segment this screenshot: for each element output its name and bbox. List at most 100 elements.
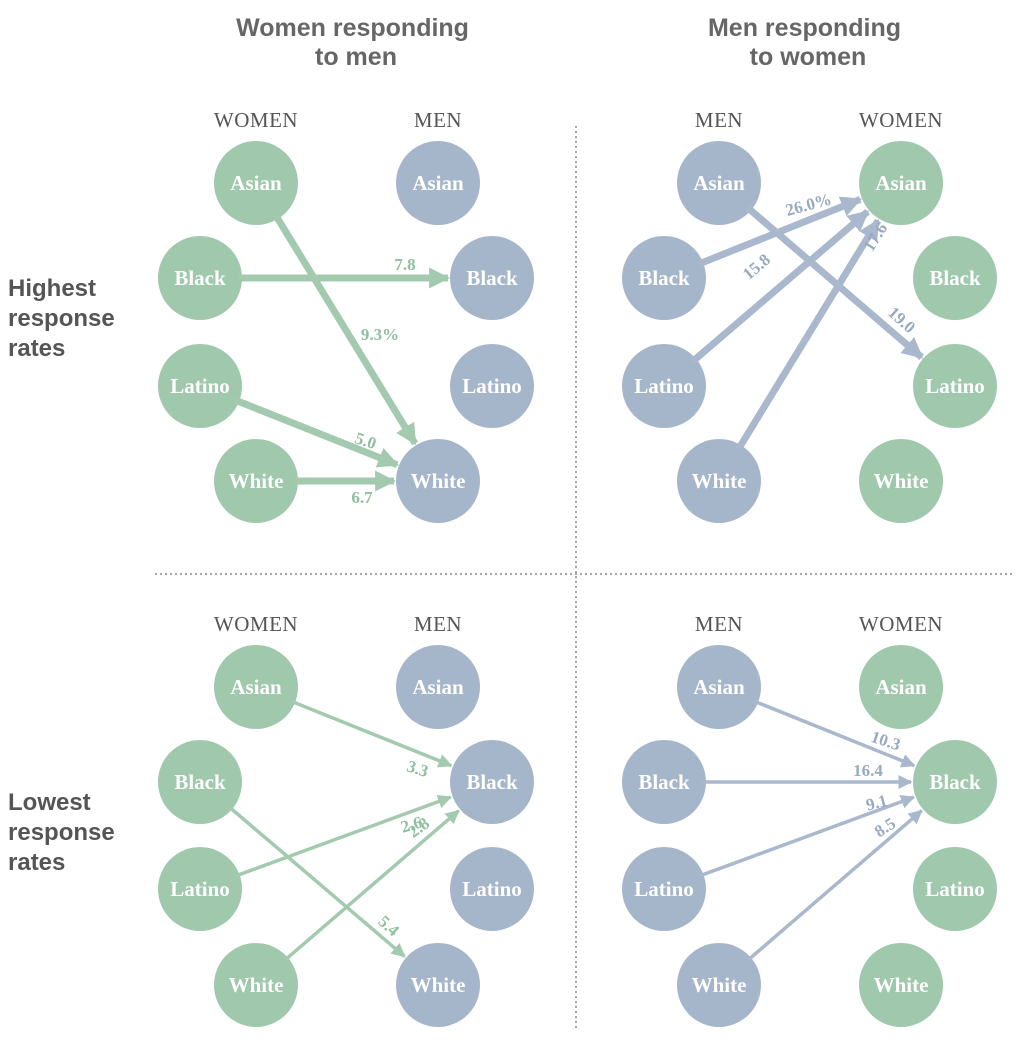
node-label: Latino [634, 374, 694, 398]
column-label-women: WOMEN [214, 612, 298, 636]
link-value-label: 9.3% [361, 325, 399, 344]
node-women-latino [913, 847, 997, 931]
column-label-men: MEN [414, 612, 462, 636]
node-label: White [692, 973, 747, 997]
node-men-latino [622, 344, 706, 428]
node-men-black [622, 236, 706, 320]
link-latino-to-black [699, 794, 916, 878]
node-men-black [450, 236, 534, 320]
node-label: White [229, 469, 284, 493]
node-women-latino [913, 344, 997, 428]
node-women-latino [158, 344, 242, 428]
node-men-white [677, 439, 761, 523]
link-latino-to-white [233, 396, 400, 468]
column-label-women: WOMEN [859, 612, 943, 636]
node-women-black [158, 236, 242, 320]
node-women-white [214, 439, 298, 523]
row-label-lowest: Lowest response rates [8, 789, 121, 876]
node-label: Asian [230, 171, 282, 195]
node-label: White [411, 973, 466, 997]
node-label: Black [638, 266, 690, 290]
node-label: Latino [462, 374, 522, 398]
node-label: White [411, 469, 466, 493]
node-label: Latino [925, 374, 985, 398]
row-label-highest: Highest response rates [8, 275, 121, 362]
node-men-asian [396, 141, 480, 225]
node-label: Black [466, 770, 518, 794]
node-label: Black [174, 770, 226, 794]
node-label: Asian [230, 675, 282, 699]
column-label-women: WOMEN [859, 108, 943, 132]
node-label: White [692, 469, 747, 493]
link-value-label: 16.4 [853, 761, 883, 780]
heading-men-responding: Men responding to women [708, 14, 908, 71]
link-value-label: 9.1 [864, 791, 889, 815]
node-women-black [913, 236, 997, 320]
node-label: White [229, 973, 284, 997]
link-asian-to-black [290, 699, 453, 768]
node-label: Asian [412, 675, 464, 699]
node-label: Latino [634, 877, 694, 901]
link-asian-to-black [753, 699, 916, 768]
column-label-men: MEN [414, 108, 462, 132]
node-men-white [396, 439, 480, 523]
node-label: Asian [693, 675, 745, 699]
column-label-men: MEN [695, 108, 743, 132]
node-label: Latino [925, 877, 985, 901]
node-label: White [874, 973, 929, 997]
link-value-label: 3.3 [405, 756, 431, 781]
node-women-white [859, 943, 943, 1027]
node-women-white [859, 439, 943, 523]
node-label: Black [466, 266, 518, 290]
node-women-asian [859, 645, 943, 729]
node-label: Asian [875, 675, 927, 699]
node-women-black [913, 740, 997, 824]
link-white-to-black [746, 809, 923, 962]
node-women-latino [158, 847, 242, 931]
node-women-white [214, 943, 298, 1027]
node-women-black [158, 740, 242, 824]
node-men-asian [396, 645, 480, 729]
node-women-asian [214, 645, 298, 729]
node-men-black [622, 740, 706, 824]
node-men-white [677, 943, 761, 1027]
node-label: Asian [875, 171, 927, 195]
node-label: Latino [170, 374, 230, 398]
link-latino-to-black [235, 794, 453, 878]
link-asian-to-white [272, 213, 419, 446]
node-label: Asian [412, 171, 464, 195]
node-label: Black [929, 770, 981, 794]
column-label-men: MEN [695, 612, 743, 636]
node-label: White [874, 469, 929, 493]
node-men-latino [450, 344, 534, 428]
node-label: Asian [693, 171, 745, 195]
node-label: Black [929, 266, 981, 290]
node-men-latino [622, 847, 706, 931]
node-men-asian [677, 141, 761, 225]
node-men-latino [450, 847, 534, 931]
node-label: Black [638, 770, 690, 794]
node-women-asian [214, 141, 298, 225]
link-black-to-asian [697, 196, 863, 268]
link-value-label: 6.7 [351, 488, 373, 507]
link-latino-to-asian [690, 208, 870, 364]
column-label-women: WOMEN [214, 108, 298, 132]
link-value-label: 7.8 [394, 255, 415, 274]
link-value-label: 8.5 [871, 814, 899, 842]
heading-women-responding: Women responding to men [236, 14, 476, 71]
node-men-white [396, 943, 480, 1027]
node-women-asian [859, 141, 943, 225]
link-white-to-black [283, 809, 460, 962]
node-men-black [450, 740, 534, 824]
link-black-to-white [227, 805, 406, 958]
node-men-asian [677, 645, 761, 729]
node-label: Black [174, 266, 226, 290]
node-label: Latino [462, 877, 522, 901]
link-white-to-asian [735, 218, 882, 451]
link-value-label: 15.8 [739, 250, 774, 284]
